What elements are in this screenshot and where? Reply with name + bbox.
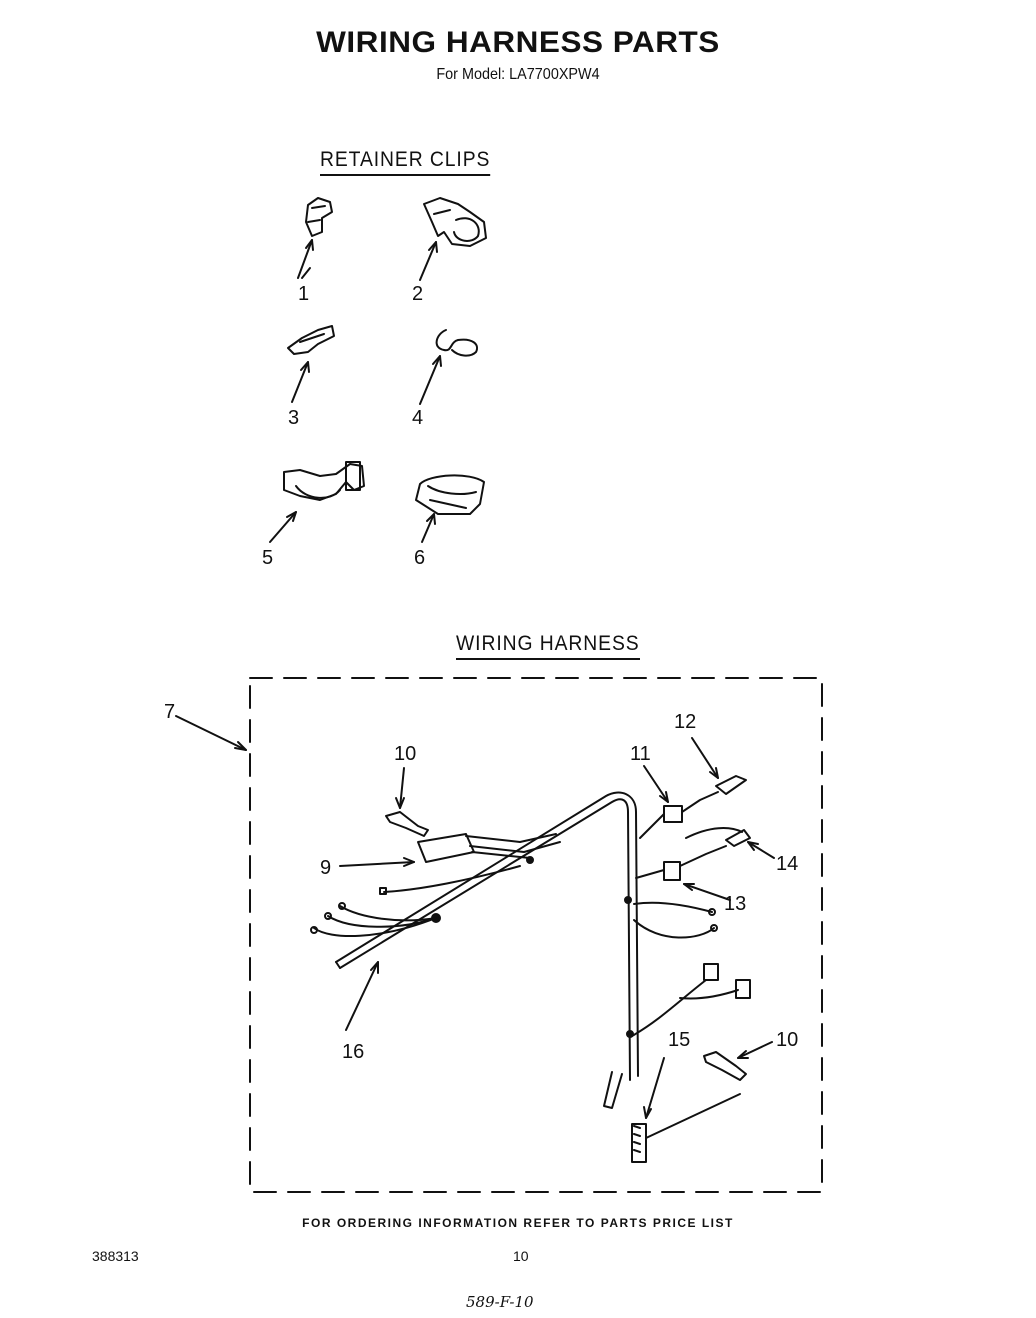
clip-label-5: 5 [262, 547, 273, 569]
retainer-clip-4-drawing [435, 329, 478, 357]
connector-15-drawing [631, 1093, 741, 1163]
harness-label-9: 9 [320, 857, 331, 879]
retainer-clip-1-drawing [301, 197, 333, 279]
page-number: 10 [513, 1248, 529, 1264]
harness-trunk-drawing [335, 791, 639, 1109]
clip-label-1: 1 [298, 283, 309, 305]
page-title: WIRING HARNESS PARTS [316, 26, 720, 59]
clip-label-6: 6 [414, 547, 425, 569]
harness-label-11: 11 [630, 743, 651, 765]
model-subtitle: For Model: LA7700XPW4 [436, 66, 600, 83]
connector-13-drawing [635, 827, 751, 881]
retainer-clip-3-drawing [287, 325, 335, 355]
clip-leader-arrows [269, 239, 442, 543]
harness-leader-arrows [339, 737, 775, 1119]
clip-label-4: 4 [412, 407, 423, 429]
leader-7 [175, 715, 247, 751]
terminal-10-right-drawing [703, 1051, 747, 1081]
connector-block-9-drawing [417, 833, 561, 863]
handwritten-code: 589-F-10 [466, 1293, 534, 1311]
harness-frame-outline [249, 677, 823, 1193]
retainer-clips-heading: RETAINER CLIPS [320, 148, 491, 176]
harness-label-15: 15 [668, 1029, 690, 1051]
harness-label-10-right: 10 [776, 1029, 798, 1051]
harness-label-13: 13 [724, 893, 746, 915]
clip-label-2: 2 [412, 283, 423, 305]
retainer-clip-6-drawing [415, 474, 485, 515]
terminal-10-left-drawing [385, 811, 429, 837]
harness-label-16: 16 [342, 1041, 364, 1063]
harness-label-10-left: 10 [394, 743, 416, 765]
harness-label-7: 7 [164, 701, 175, 723]
retainer-clip-5-drawing [283, 461, 365, 501]
document-number: 388313 [92, 1248, 139, 1264]
retainer-clip-2-drawing [423, 197, 487, 247]
ordering-note: FOR ORDERING INFORMATION REFER TO PARTS … [302, 1216, 734, 1230]
harness-label-14: 14 [776, 853, 798, 875]
right-mid-connectors [631, 963, 751, 1037]
loose-wires-left [310, 865, 521, 938]
wiring-harness-heading: WIRING HARNESS [456, 632, 640, 660]
harness-label-12: 12 [674, 711, 696, 733]
loose-wires-right [633, 901, 718, 939]
clip-label-3: 3 [288, 407, 299, 429]
connector-11-drawing [639, 775, 747, 839]
